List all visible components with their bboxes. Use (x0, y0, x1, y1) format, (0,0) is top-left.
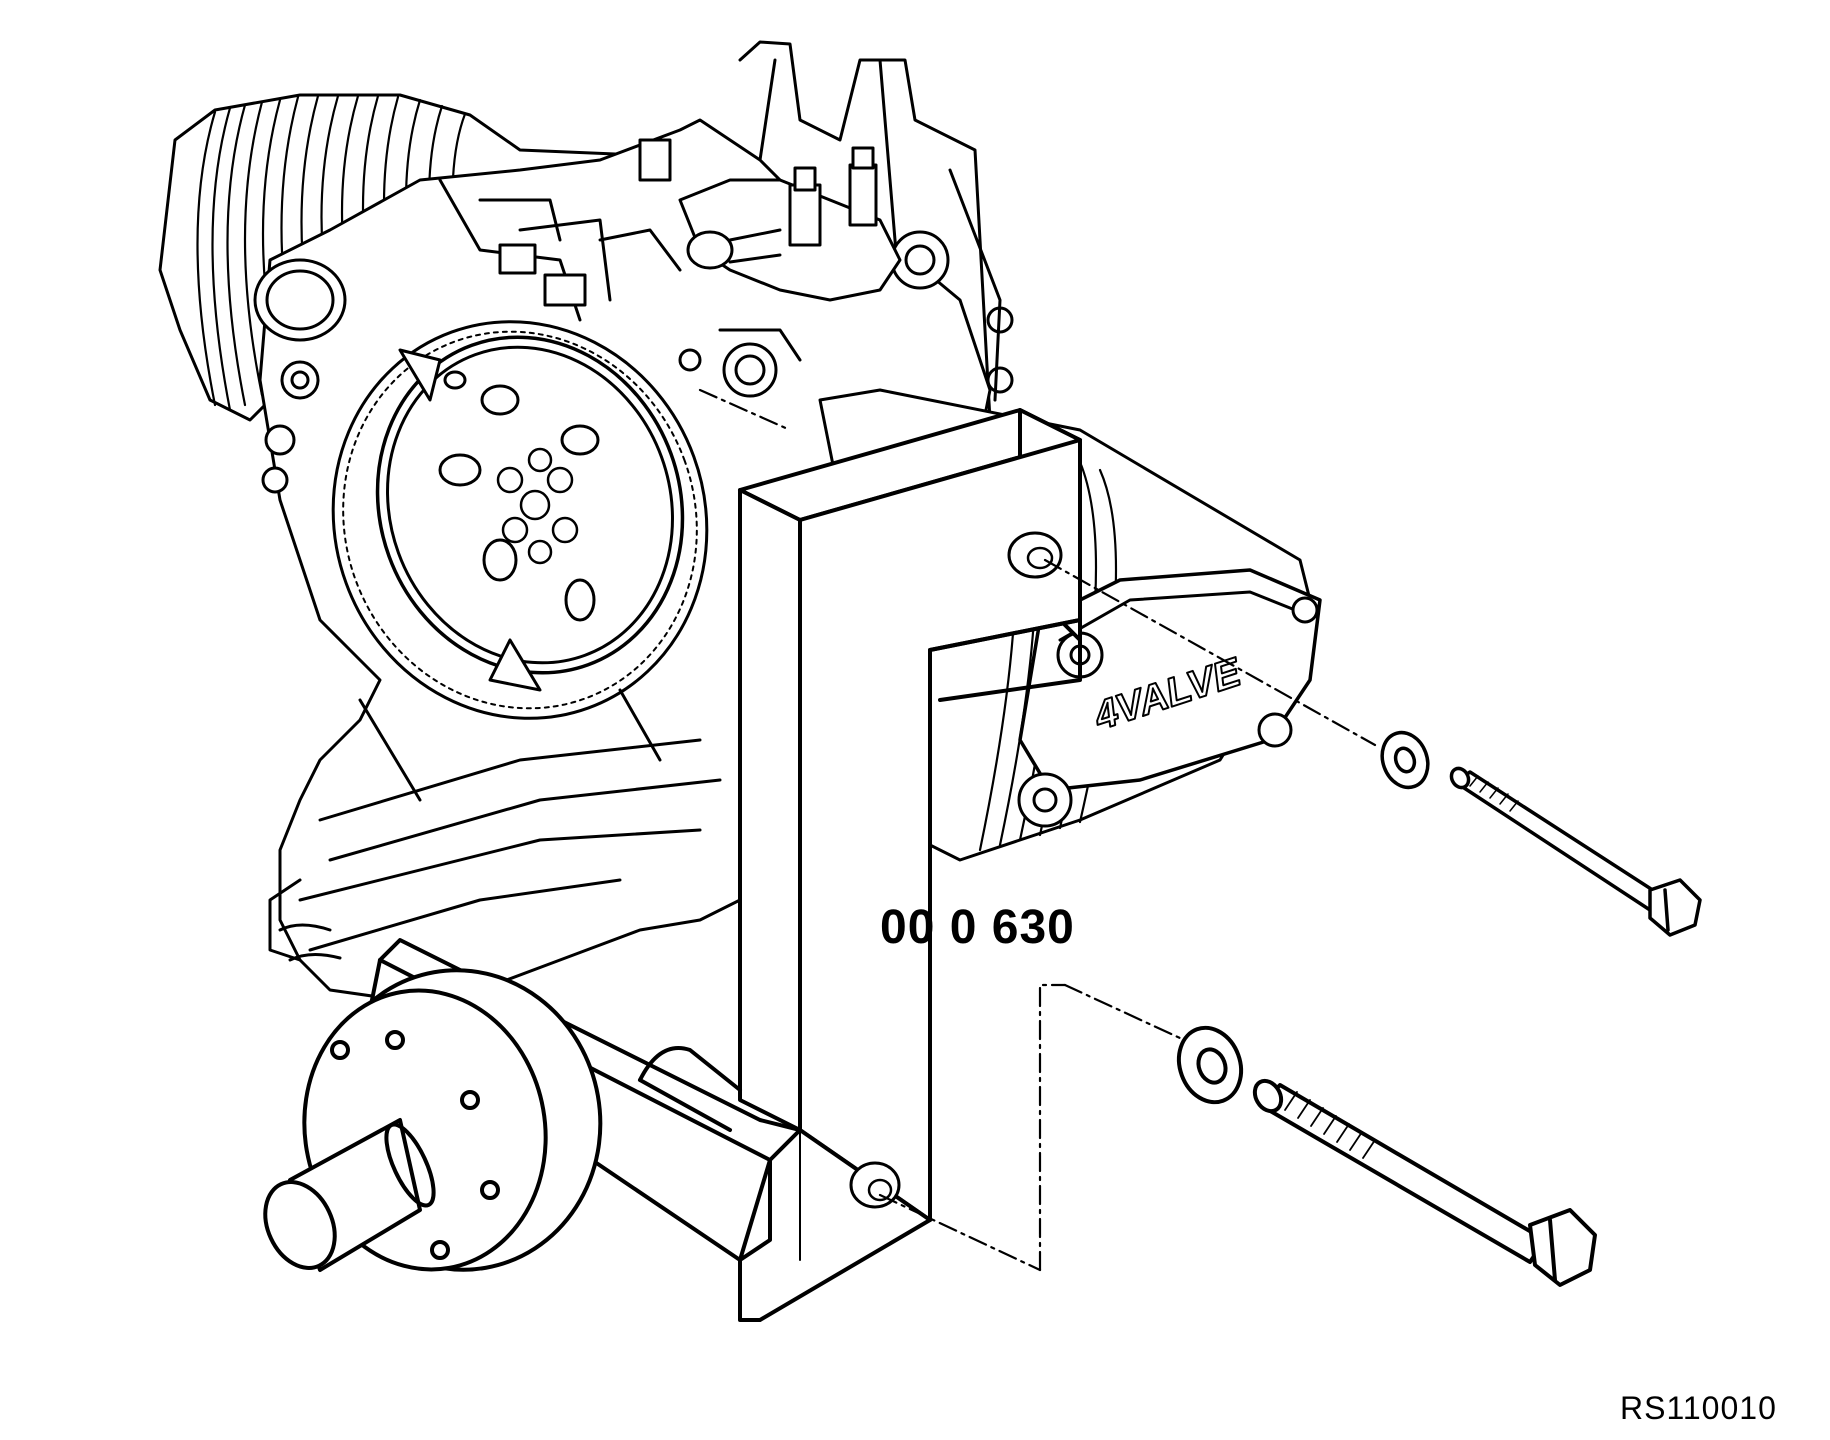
upper-washer (1380, 730, 1430, 790)
flywheel-bolts (496, 447, 579, 565)
lower-washer (1176, 1025, 1244, 1105)
transmission-housing (738, 40, 1002, 422)
holding-fixture (368, 408, 1082, 1322)
valve-cover: 4VALVE (1017, 568, 1322, 828)
flywheel (375, 335, 685, 692)
alignment-lines (698, 388, 1377, 1272)
mounting-flange (263, 968, 603, 1272)
upper-bolt (1449, 766, 1702, 937)
figure-id-label: RS110010 (1620, 1390, 1777, 1426)
fuel-fittings (638, 138, 902, 398)
lower-bolt (1252, 1078, 1597, 1287)
part-number-label: 00 0 630 (880, 901, 1075, 954)
